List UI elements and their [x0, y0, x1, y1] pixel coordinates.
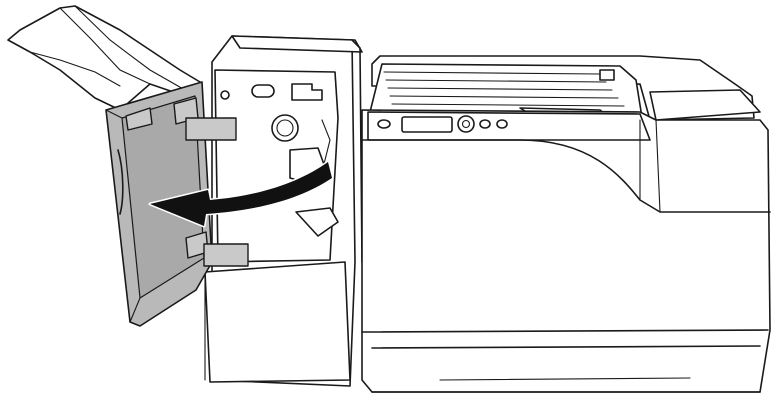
finisher-body [204, 35, 363, 387]
power-button-icon [377, 119, 391, 129]
output-tray [7, 5, 203, 111]
lcd-panel [401, 116, 453, 133]
open-direction-arrow-icon [148, 160, 334, 228]
door-hinge-top [125, 107, 153, 131]
cancel-button-icon [496, 119, 508, 129]
select-button-icon [479, 119, 491, 129]
door-handle-icon [117, 149, 124, 215]
door-latch-lower [203, 243, 249, 267]
door-latch-upper [185, 117, 237, 141]
printer-body [361, 55, 771, 393]
navigation-button-icon [457, 115, 475, 133]
